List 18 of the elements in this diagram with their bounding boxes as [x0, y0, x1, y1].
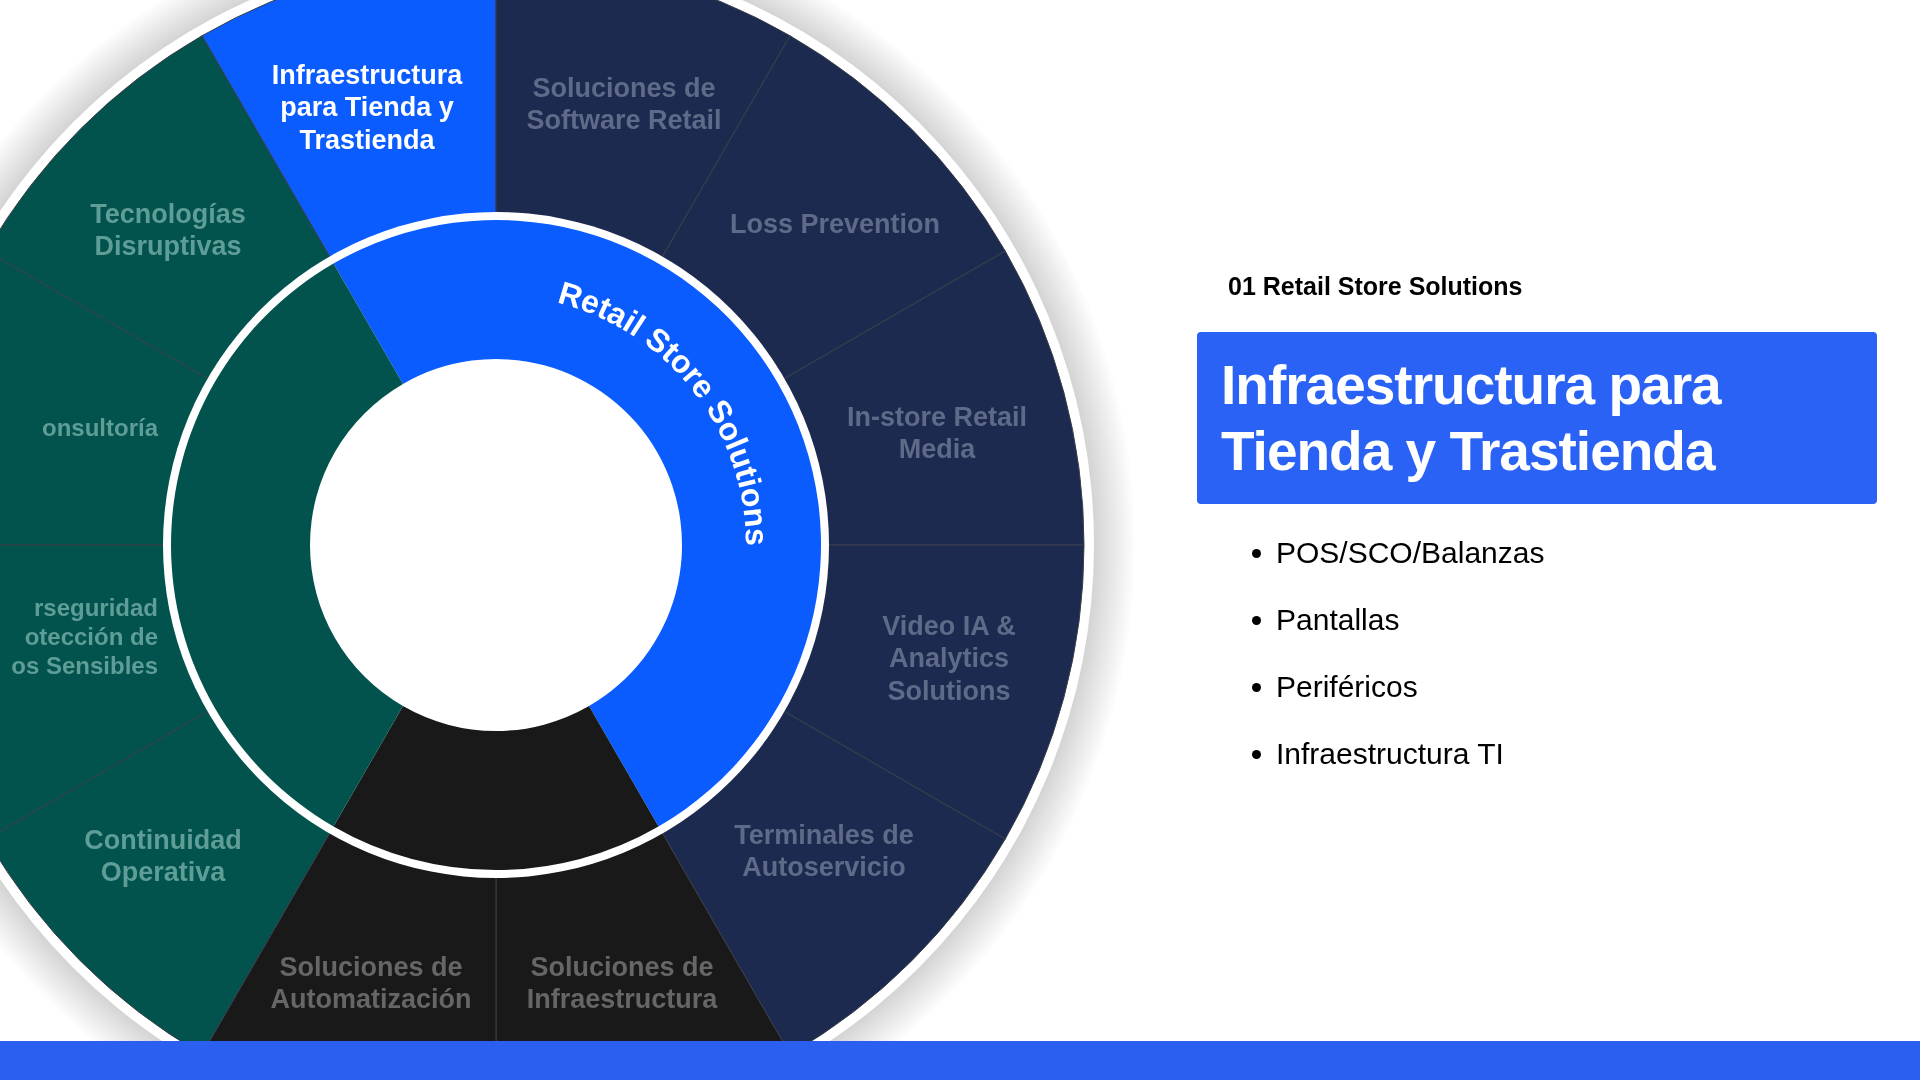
list-item: POS/SCO/Balanzas	[1276, 536, 1545, 570]
segment-label: Soluciones de Software Retail	[525, 71, 723, 137]
segment-label: Infraestructura para Tienda y Trastienda	[270, 59, 464, 157]
segment-label: Soluciones de Automatización	[269, 950, 473, 1016]
list-item: Infraestructura TI	[1276, 737, 1504, 771]
segment-label: In-store Retail Media	[845, 400, 1028, 466]
list-item: Periféricos	[1276, 670, 1418, 704]
segment-label: Tecnologías Disruptivas	[89, 197, 247, 263]
segment-label: Terminales de Autoservicio	[733, 818, 915, 884]
segment-label: rseguridad otección de os Sensibles	[10, 593, 158, 681]
segment-label: Soluciones de Infraestructura	[525, 950, 719, 1016]
segment-label: onsultoría	[42, 413, 158, 443]
section-label: 01 Retail Store Solutions	[1228, 272, 1523, 301]
segment-label: Loss Prevention	[729, 207, 941, 241]
title-banner: Infraestructura para Tienda y Trastienda	[1197, 332, 1877, 504]
list-item: Pantallas	[1276, 603, 1400, 637]
segment-label: Video IA & Analytics Solutions	[881, 610, 1017, 708]
segment-label: Continuidad Operativa	[83, 823, 243, 889]
